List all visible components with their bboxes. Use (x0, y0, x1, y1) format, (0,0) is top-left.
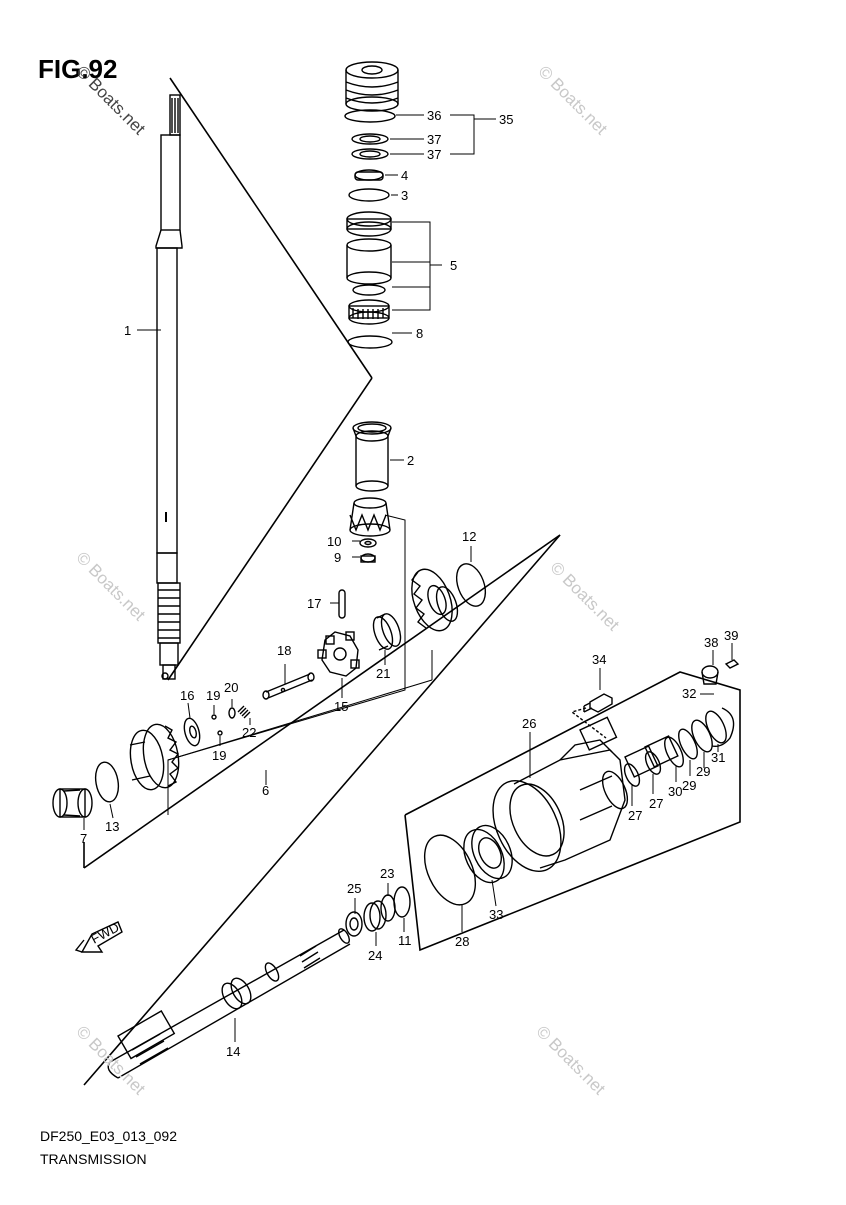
callout-29a: 29 (682, 778, 696, 793)
callout-2: 2 (407, 453, 414, 468)
callout-26: 26 (522, 716, 536, 731)
callout-34: 34 (592, 652, 606, 667)
leader-lines (83, 114, 733, 1042)
diagram-code: DF250_E03_013_092 (40, 1128, 178, 1144)
callout-27b: 27 (649, 796, 663, 811)
figure-title: FIG.92 (38, 54, 118, 84)
callout-20: 20 (224, 680, 238, 695)
diagram-name: TRANSMISSION (40, 1151, 147, 1167)
callout-19b: 19 (212, 748, 226, 763)
callout-25: 25 (347, 881, 361, 896)
callout-10: 10 (327, 534, 341, 549)
forward-gear-group (52, 563, 487, 818)
callout-11: 11 (398, 933, 412, 948)
callout-35: 35 (499, 112, 513, 127)
propeller-shaft-group (107, 886, 411, 1079)
callout-22: 22 (242, 725, 256, 740)
callout-19a: 19 (206, 688, 220, 703)
callout-13: 13 (105, 819, 119, 834)
callout-27a: 27 (628, 808, 642, 823)
callout-16: 16 (180, 688, 194, 703)
callout-labels: 1 2 3 4 5 6 7 8 9 10 11 12 13 14 15 16 1… (80, 108, 738, 1059)
callout-36: 36 (427, 108, 441, 123)
part-1-drive-shaft (155, 94, 183, 680)
callout-18: 18 (277, 643, 291, 658)
callout-12: 12 (462, 529, 476, 544)
callout-29b: 29 (696, 764, 710, 779)
callout-37b: 37 (427, 147, 441, 162)
callout-1: 1 (124, 323, 131, 338)
bearing-housing-group (423, 659, 740, 906)
callout-5: 5 (450, 258, 457, 273)
callout-9: 9 (334, 550, 341, 565)
callout-38: 38 (704, 635, 718, 650)
callout-3: 3 (401, 188, 408, 203)
callout-32: 32 (682, 686, 696, 701)
callout-17: 17 (307, 596, 321, 611)
group-boundaries (83, 77, 741, 1086)
callout-8: 8 (416, 326, 423, 341)
callout-21: 21 (376, 666, 390, 681)
fwd-arrow-icon: FWD (74, 920, 123, 953)
callout-33: 33 (489, 907, 503, 922)
callout-24: 24 (368, 948, 382, 963)
callout-30: 30 (668, 784, 682, 799)
callout-14: 14 (226, 1044, 240, 1059)
callout-28: 28 (455, 934, 469, 949)
pinion-group (349, 421, 392, 563)
upper-bearing-stack (344, 61, 399, 349)
callout-6: 6 (262, 783, 269, 798)
callout-39: 39 (724, 628, 738, 643)
callout-37a: 37 (427, 132, 441, 147)
callout-31: 31 (711, 750, 725, 765)
callout-15: 15 (334, 699, 348, 714)
callout-4: 4 (401, 168, 408, 183)
callout-7: 7 (80, 831, 87, 846)
callout-23: 23 (380, 866, 394, 881)
